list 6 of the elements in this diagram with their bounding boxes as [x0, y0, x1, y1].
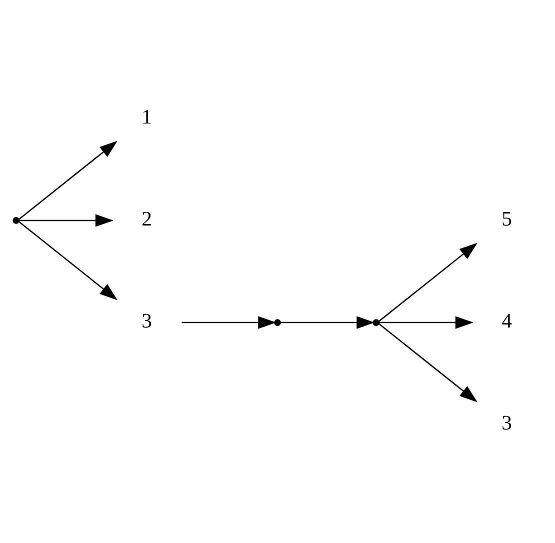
node-text: 4	[502, 310, 512, 332]
node-text: 3	[142, 310, 152, 332]
node-text: 3	[502, 412, 512, 434]
node-text: 2	[142, 208, 152, 230]
node-text: 5	[502, 208, 512, 230]
node-text: 1	[142, 106, 152, 128]
